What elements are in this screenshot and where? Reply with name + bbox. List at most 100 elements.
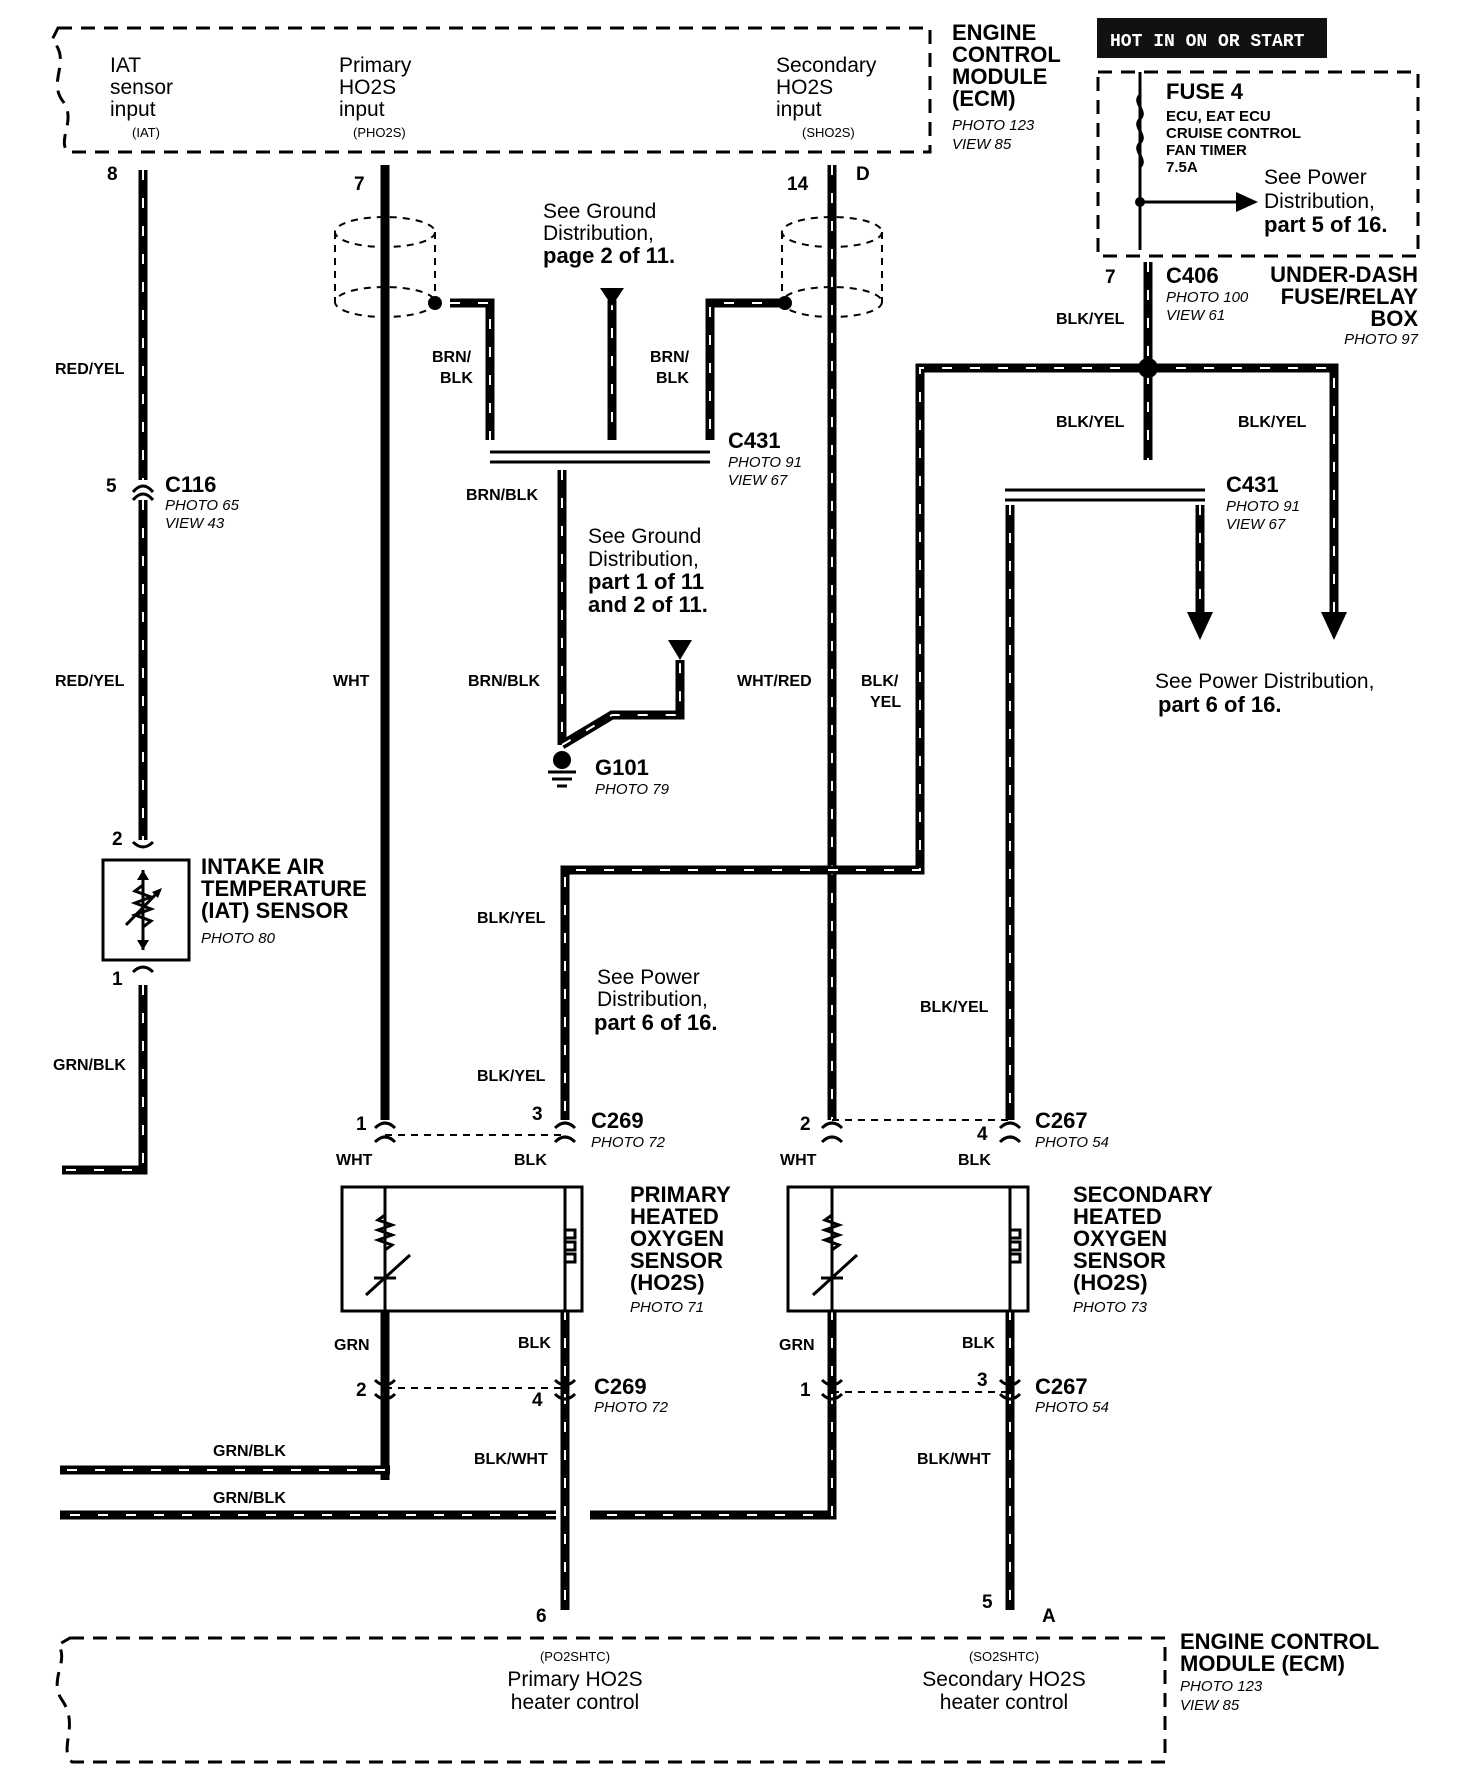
- shield-primary: [334, 216, 442, 318]
- hot-banner: [1097, 18, 1327, 58]
- c116-connector: 5 C116 PHOTO 65 VIEW 43: [106, 472, 240, 532]
- power-ref-mid-line1: See Power: [597, 966, 700, 989]
- wire-label-blk-wht-secondary: BLK/WHT: [917, 1451, 991, 1468]
- iat-sensor-photo: PHOTO 80: [201, 930, 276, 947]
- fuse-icon: [1136, 93, 1144, 169]
- c406-photo: PHOTO 100: [1166, 289, 1249, 306]
- ecm-input-sho2s-line1: Secondary: [776, 54, 877, 77]
- wire-label-wht-red: WHT/RED: [737, 673, 812, 690]
- ecm-input-iat-line2: sensor: [110, 76, 173, 99]
- ecm-input-sho2s-code: (SHO2S): [802, 125, 855, 140]
- ground-ref-2-line1: See Ground: [588, 525, 701, 548]
- ecm-top-title-2: CONTROL: [952, 42, 1061, 67]
- pin-c267-4: 4: [977, 1124, 988, 1145]
- g101-name: G101: [595, 755, 649, 780]
- fuse-ref-part: part 5 of 16.: [1264, 212, 1387, 237]
- ground-ref-1-line1: See Ground: [543, 200, 656, 223]
- ground-ref-2-line4: and 2 of 11.: [588, 592, 708, 617]
- wire-label-brn-blk-1: BRN/BLK: [466, 487, 538, 504]
- ecm-bottom-module: 6 5 A (PO2SHTC) Primary HO2S heater cont…: [55, 1592, 1379, 1764]
- wire-label-blk-yel-primary-2: BLK/YEL: [477, 1068, 546, 1085]
- ecm-bottom-title-1: ENGINE CONTROL: [1180, 1629, 1379, 1654]
- c267-top-name: C267: [1035, 1108, 1088, 1133]
- power-ref-right: See Power Distribution, part 6 of 16.: [1155, 670, 1374, 717]
- pin-c267-2: 2: [800, 1114, 811, 1135]
- power-ref-mid-line3: part 6 of 16.: [594, 1010, 717, 1035]
- wire-label-blk-c269: BLK: [514, 1152, 547, 1169]
- wire-label-brn-blk-2: BRN/BLK: [468, 673, 540, 690]
- ecm-bottom-view: VIEW 85: [1180, 1697, 1240, 1714]
- fuse-name: FUSE 4: [1166, 79, 1244, 104]
- iat-sensor-line3: (IAT) SENSOR: [201, 898, 349, 923]
- fuse-box-photo: PHOTO 97: [1344, 331, 1419, 348]
- wire-label-red-yel-1: RED/YEL: [55, 361, 125, 378]
- pin-c269-4: 4: [532, 1390, 543, 1411]
- ecm-top-title-3: MODULE: [952, 64, 1047, 89]
- secondary-ho2s: 2 4 C267 PHOTO 54 1 3 C267 PHOTO 54 SECO…: [786, 1108, 1213, 1416]
- ecm-input-iat-code: (IAT): [132, 125, 160, 140]
- pin-c269-2: 2: [356, 1380, 367, 1401]
- wire-label-brn-blk-right-1: BRN/: [650, 349, 690, 366]
- c267-top-photo: PHOTO 54: [1035, 1134, 1109, 1151]
- wire-label-blk-yel-right: BLK/YEL: [1238, 414, 1307, 431]
- wire-label-brn-blk-left-2: BLK: [440, 370, 473, 387]
- iat-sensor-line2: TEMPERATURE: [201, 876, 367, 901]
- power-ref-mid: See Power Distribution, part 6 of 16.: [594, 966, 717, 1035]
- fuse-ref-line2: Distribution,: [1264, 190, 1375, 213]
- secondary-sensor-line5: (HO2S): [1073, 1270, 1148, 1295]
- c431-left: C431 PHOTO 91 VIEW 67: [728, 428, 802, 489]
- c269-top-photo: PHOTO 72: [591, 1134, 666, 1151]
- power-ref-right-line2: part 6 of 16.: [1158, 692, 1281, 717]
- c269-top-name: C269: [591, 1108, 644, 1133]
- secondary-sensor-line2: HEATED: [1073, 1204, 1162, 1229]
- wire-label-brn-blk-left-1: BRN/: [432, 349, 472, 366]
- c431-right-view: VIEW 67: [1226, 516, 1286, 533]
- wire-label-blk-yel-c406: BLK/YEL: [1056, 311, 1125, 328]
- ground-ref-1: See Ground Distribution, page 2 of 11.: [543, 200, 675, 268]
- heater-icon: [1010, 1228, 1022, 1264]
- ecm-input-iat-line1: IAT: [110, 54, 141, 77]
- power-ref-mid-line2: Distribution,: [597, 988, 708, 1011]
- ecm-top-view: VIEW 85: [952, 136, 1012, 153]
- fuse-section: HOT IN ON OR START FUSE 4 ECU, EAT ECU C…: [1096, 18, 1420, 348]
- wire-label-blk-yel-secondary: BLK/YEL: [920, 999, 989, 1016]
- primary-sensor-line3: OXYGEN: [630, 1226, 724, 1251]
- pin-ecm-8: 8: [107, 164, 118, 185]
- ground-ref-2: See Ground Distribution, part 1 of 11 an…: [588, 525, 708, 617]
- c431-left-view: VIEW 67: [728, 472, 788, 489]
- pin-c267-1: 1: [800, 1380, 811, 1401]
- primary-sensor-photo: PHOTO 71: [630, 1299, 704, 1316]
- primary-sensor-line2: HEATED: [630, 1204, 719, 1229]
- wire-label-blk-yel-split-1: BLK/: [861, 673, 899, 690]
- power-ref-right-line1: See Power Distribution,: [1155, 670, 1374, 693]
- wire-label-blk-primary: BLK: [518, 1335, 551, 1352]
- pin-iat-1: 1: [112, 969, 123, 990]
- pin-ecm-7: 7: [354, 174, 365, 195]
- ecm-top-module: IAT sensor input (IAT) Primary HO2S inpu…: [50, 20, 1061, 195]
- pin-c269-3: 3: [532, 1104, 543, 1125]
- c431-left-name: C431: [728, 428, 781, 453]
- iat-sensor-line1: INTAKE AIR: [201, 854, 325, 879]
- ecm-top-title-4: (ECM): [952, 86, 1016, 111]
- pin-c406-7: 7: [1105, 267, 1116, 288]
- g101-photo: PHOTO 79: [595, 781, 670, 798]
- ecm-input-sho2s-line2: HO2S: [776, 76, 833, 99]
- iat-sensor: 2 1 INTAKE AIR TEMPERATURE (IAT) SENSOR …: [101, 829, 367, 990]
- fuse-circuit-3: FAN TIMER: [1166, 142, 1247, 159]
- ecm-input-pho2s-line3: input: [339, 98, 385, 121]
- ecm-input-pho2s-line1: Primary: [339, 54, 412, 77]
- c431-left-photo: PHOTO 91: [728, 454, 802, 471]
- wire-label-grn-blk-1: GRN/BLK: [213, 1443, 286, 1460]
- c431-right: C431 PHOTO 91 VIEW 67: [1226, 472, 1300, 533]
- ecm-output-so2shtc-line2: heater control: [940, 1691, 1068, 1714]
- pin-ecm-5: 5: [982, 1592, 993, 1613]
- c267-bottom-photo: PHOTO 54: [1035, 1399, 1109, 1416]
- c116-view: VIEW 43: [165, 515, 225, 532]
- heater-icon: [565, 1228, 577, 1264]
- fuse-rating: 7.5A: [1166, 159, 1198, 176]
- wire-label-blk-yel-primary-1: BLK/YEL: [477, 910, 546, 927]
- c406-view: VIEW 61: [1166, 307, 1225, 324]
- c431-right-photo: PHOTO 91: [1226, 498, 1300, 515]
- fuse-box-line3: BOX: [1370, 306, 1418, 331]
- pin-ecm-6: 6: [536, 1606, 547, 1627]
